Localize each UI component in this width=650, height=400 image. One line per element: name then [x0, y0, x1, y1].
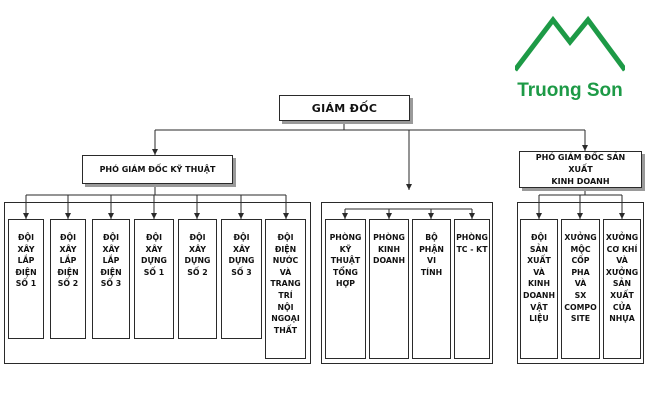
arrowhead-icon — [577, 213, 583, 219]
unit-box: ĐỘI XÂY DỰNG SỐ 2 — [178, 219, 217, 339]
unit-box: ĐỘI XÂY LẮP ĐIỆN SỐ 2 — [50, 219, 86, 339]
arrowhead-icon — [238, 213, 244, 219]
arrowhead-icon — [469, 213, 475, 219]
arrowhead-icon — [342, 213, 348, 219]
unit-box: ĐỘI ĐIỆN NƯỚC VÀ TRANG TRÍ NỘI NGOẠI THẤ… — [265, 219, 306, 359]
department-box: PHÒNG KINH DOANH — [369, 219, 409, 359]
arrowhead-icon — [152, 149, 158, 155]
arrowhead-icon — [619, 213, 625, 219]
production-unit-box: ĐỘI SẢN XUẤT VÀ KINH DOANH VẬT LIỆU — [520, 219, 558, 359]
unit-box: ĐỘI XÂY DỰNG SỐ 3 — [221, 219, 262, 339]
department-box: PHÒNG TC - KT — [454, 219, 490, 359]
unit-box: ĐỘI XÂY LẮP ĐIỆN SỐ 1 — [8, 219, 44, 339]
arrowhead-icon — [536, 213, 542, 219]
unit-box: ĐỘI XÂY LẮP ĐIỆN SỐ 3 — [92, 219, 130, 339]
production-units-group — [517, 202, 644, 364]
arrowhead-icon — [406, 184, 412, 190]
arrowhead-icon — [108, 213, 114, 219]
arrowhead-icon — [23, 213, 29, 219]
arrowhead-icon — [283, 213, 289, 219]
deputy-technical-box: PHÓ GIÁM ĐỐC KỸ THUẬT — [82, 155, 233, 184]
director-box: GIÁM ĐỐC — [279, 95, 410, 121]
department-box: PHÒNG KỸ THUẬT TỔNG HỢP — [325, 219, 366, 359]
deputy-production-box: PHÓ GIÁM ĐỐC SẢN XUẤT KINH DOANH — [519, 151, 642, 188]
arrowhead-icon — [386, 213, 392, 219]
mountain-logo-icon — [515, 15, 625, 72]
arrowhead-icon — [65, 213, 71, 219]
production-unit-box: XƯỞNG CƠ KHÍ VÀ XƯỞNG SẢN XUẤT CỬA NHỰA — [603, 219, 641, 359]
technical-units-group — [4, 202, 311, 364]
brand-name: Truong Son — [517, 80, 623, 101]
arrowhead-icon — [582, 145, 588, 151]
department-box: BỘ PHẬN VI TÍNH — [412, 219, 451, 359]
arrowhead-icon — [428, 213, 434, 219]
departments-group — [321, 202, 493, 364]
arrowhead-icon — [151, 213, 157, 219]
arrowhead-icon — [194, 213, 200, 219]
unit-box: ĐỘI XÂY DỰNG SỐ 1 — [134, 219, 174, 339]
production-unit-box: XƯỞNG MỘC CỐP PHA VÀ SX COMPO SITE — [561, 219, 600, 359]
